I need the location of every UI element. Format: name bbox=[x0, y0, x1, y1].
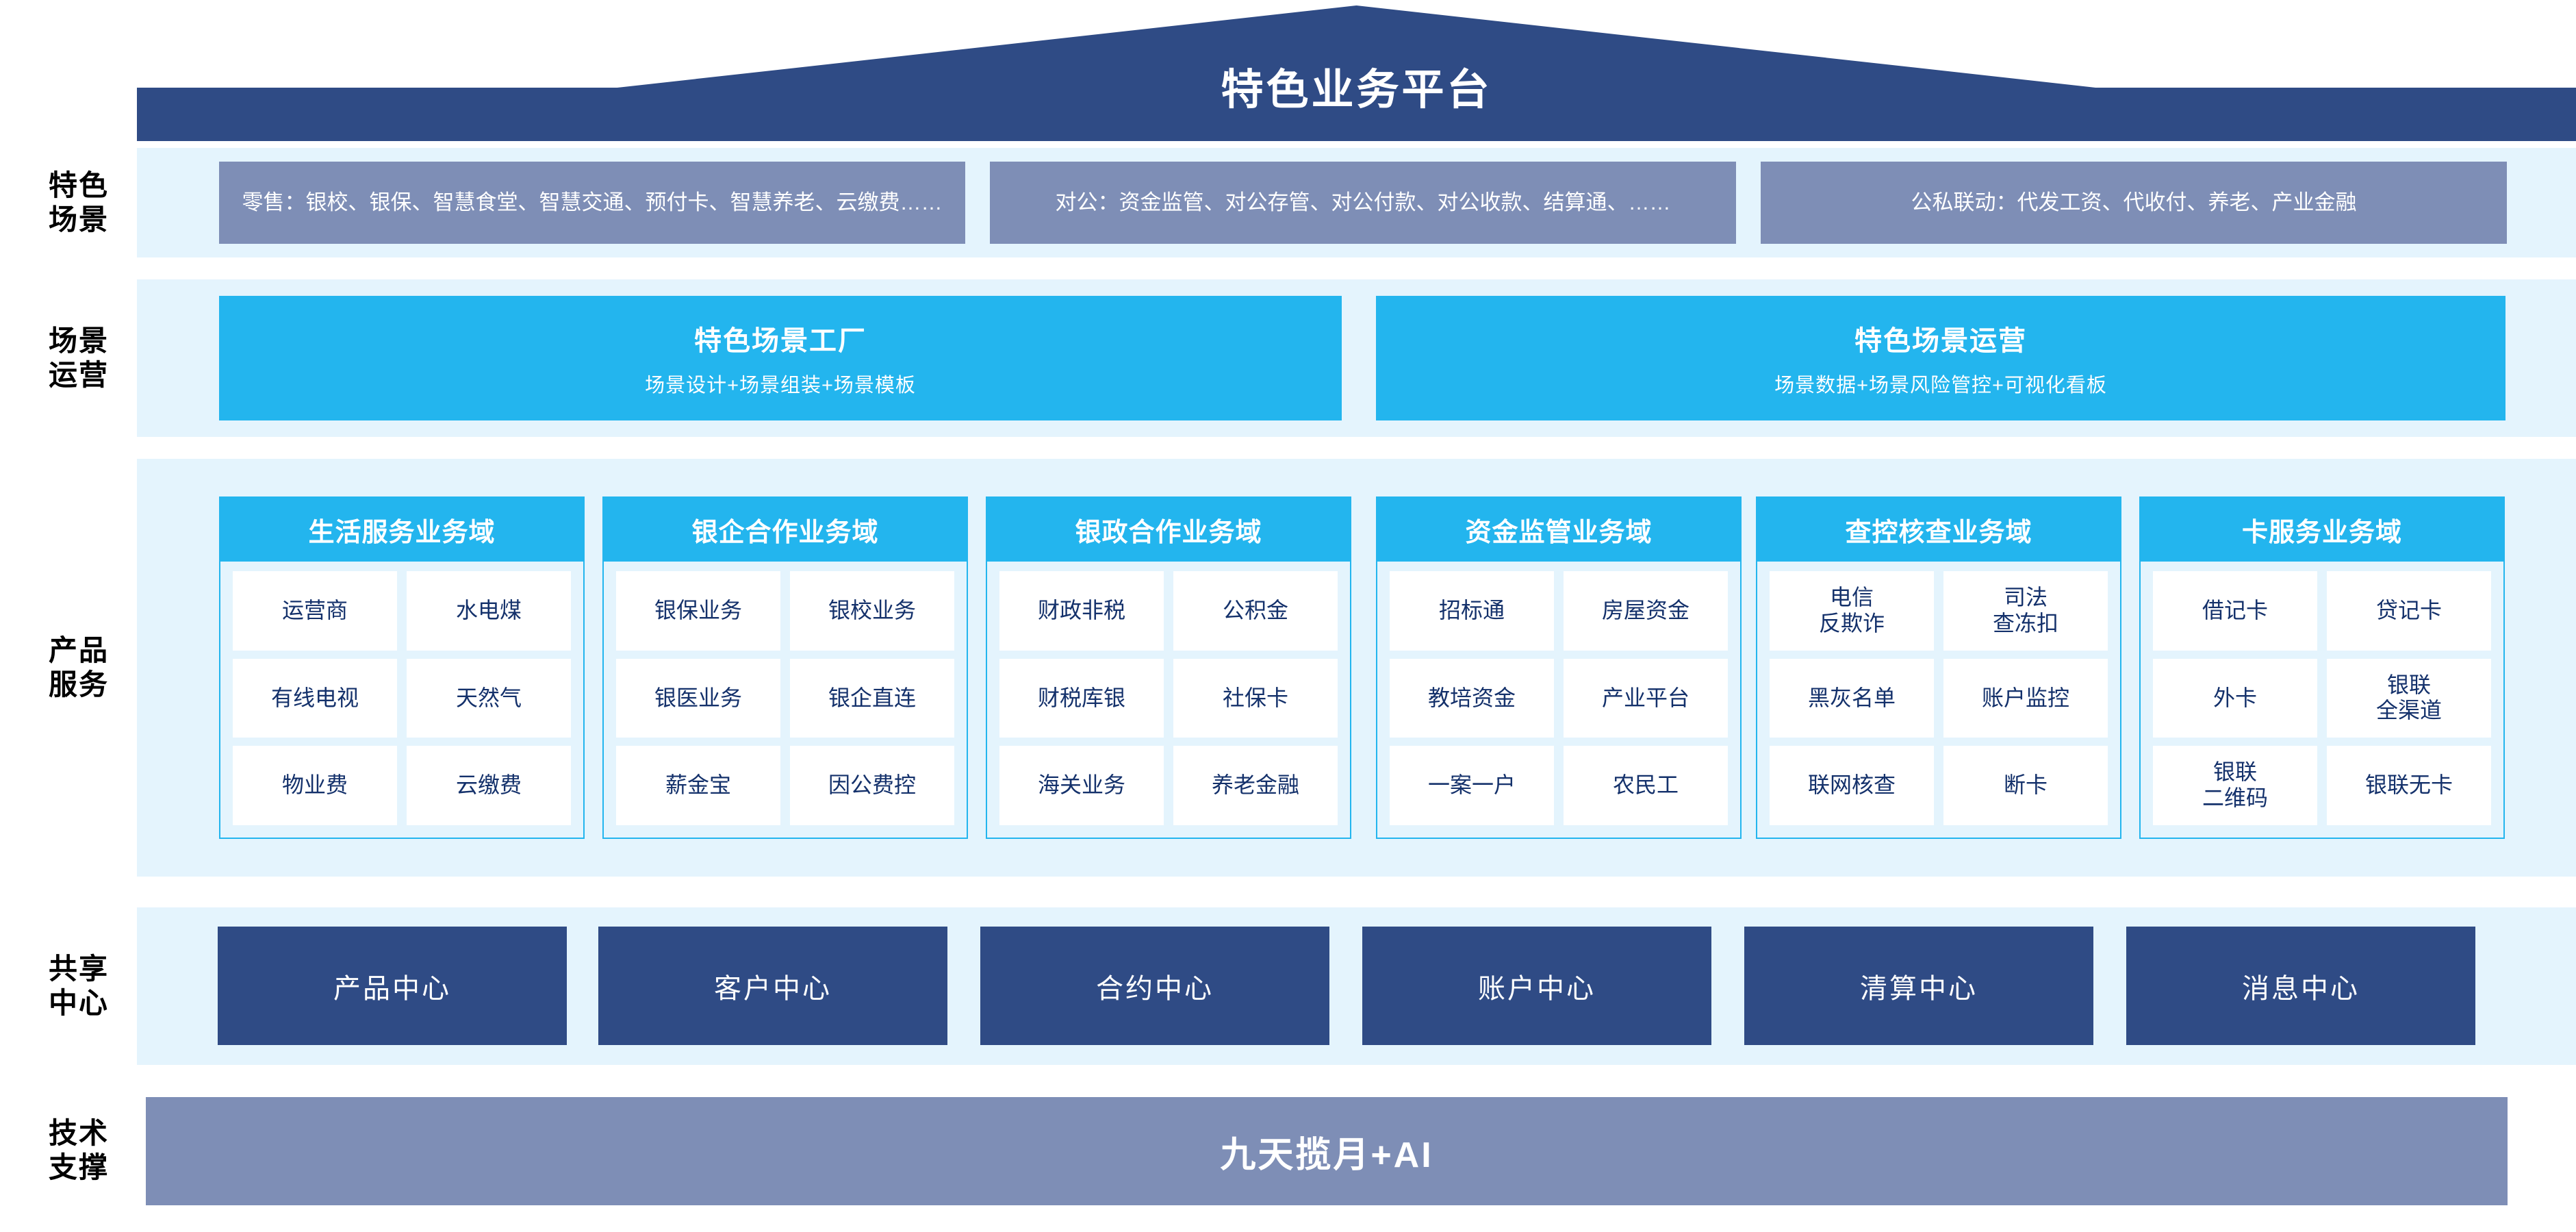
domain-item[interactable]: 断卡 bbox=[1943, 746, 2108, 825]
scenario-card-retail[interactable]: 零售：银校、银保、智慧食堂、智慧交通、预付卡、智慧养老、云缴费…… bbox=[219, 162, 965, 244]
domain-item-grid: 电信 反欺诈 司法 查冻扣 黑灰名单 账户监控 联网核查 断卡 bbox=[1757, 562, 2120, 838]
tech-support-bar[interactable]: 九天揽月+AI bbox=[146, 1097, 2508, 1205]
domain-card-bank-enterprise[interactable]: 银企合作业务域 银保业务 银校业务 银医业务 银企直连 薪金宝 因公费控 bbox=[602, 496, 968, 839]
domain-item-grid: 招标通 房屋资金 教培资金 产业平台 一案一户 农民工 bbox=[1377, 562, 1740, 838]
domain-item[interactable]: 账户监控 bbox=[1943, 658, 2108, 738]
domain-card-bank-government[interactable]: 银政合作业务域 财政非税 公积金 财税库银 社保卡 海关业务 养老金融 bbox=[986, 496, 1351, 839]
domain-item[interactable]: 财税库银 bbox=[999, 658, 1164, 738]
domain-title: 银企合作业务域 bbox=[604, 498, 967, 562]
domain-item[interactable]: 银保业务 bbox=[616, 571, 780, 651]
domain-title: 资金监管业务域 bbox=[1377, 498, 1740, 562]
row-label-tech-support: 技术 支撑 bbox=[48, 1117, 109, 1183]
domain-item[interactable]: 外卡 bbox=[2153, 658, 2317, 738]
domain-item[interactable]: 因公费控 bbox=[790, 746, 954, 825]
domain-item[interactable]: 产业平台 bbox=[1564, 658, 1728, 738]
domain-item[interactable]: 天然气 bbox=[407, 658, 571, 738]
row-label-scenarios: 特色 场景 bbox=[48, 169, 109, 236]
domain-item-grid: 借记卡 贷记卡 外卡 银联 全渠道 银联 二维码 银联无卡 bbox=[2141, 562, 2503, 838]
domain-item-grid: 财政非税 公积金 财税库银 社保卡 海关业务 养老金融 bbox=[987, 562, 1350, 838]
row-label-products: 产品 服务 bbox=[48, 634, 109, 701]
operations-factory-title: 特色场景工厂 bbox=[694, 326, 867, 356]
domain-title: 生活服务业务域 bbox=[220, 498, 583, 562]
domain-item[interactable]: 云缴费 bbox=[407, 746, 571, 825]
domain-card-life-service[interactable]: 生活服务业务域 运营商 水电煤 有线电视 天然气 物业费 云缴费 bbox=[219, 496, 585, 839]
row-label-operations: 场景 运营 bbox=[48, 325, 109, 391]
domain-item[interactable]: 养老金融 bbox=[1173, 746, 1338, 825]
domain-item[interactable]: 公积金 bbox=[1173, 571, 1338, 651]
domain-item[interactable]: 银企直连 bbox=[790, 658, 954, 738]
operations-card-factory[interactable]: 特色场景工厂 场景设计+场景组装+场景模板 bbox=[219, 296, 1342, 420]
domain-item[interactable]: 银医业务 bbox=[616, 658, 780, 738]
shared-center-clearing[interactable]: 清算中心 bbox=[1744, 927, 2093, 1045]
domain-title: 银政合作业务域 bbox=[987, 498, 1350, 562]
shared-center-customer[interactable]: 客户中心 bbox=[598, 927, 947, 1045]
shared-center-account[interactable]: 账户中心 bbox=[1362, 927, 1711, 1045]
roof-band bbox=[137, 88, 2576, 141]
domain-item[interactable]: 房屋资金 bbox=[1564, 571, 1728, 651]
domain-item[interactable]: 水电煤 bbox=[407, 571, 571, 651]
domain-item[interactable]: 银联无卡 bbox=[2327, 746, 2491, 825]
page-title: 特色业务平台 bbox=[1221, 66, 1492, 114]
domain-card-investigation[interactable]: 查控核查业务域 电信 反欺诈 司法 查冻扣 黑灰名单 账户监控 联网核查 断卡 bbox=[1756, 496, 2121, 839]
operations-run-subtitle: 场景数据+场景风险管控+可视化看板 bbox=[1774, 375, 2107, 397]
shared-center-contract[interactable]: 合约中心 bbox=[980, 927, 1329, 1045]
domain-item[interactable]: 联网核查 bbox=[1770, 746, 1934, 825]
domain-title: 卡服务业务域 bbox=[2141, 498, 2503, 562]
domain-item[interactable]: 有线电视 bbox=[233, 658, 397, 738]
domain-item[interactable]: 电信 反欺诈 bbox=[1770, 571, 1934, 651]
shared-center-product[interactable]: 产品中心 bbox=[218, 927, 567, 1045]
operations-factory-subtitle: 场景设计+场景组装+场景模板 bbox=[645, 375, 916, 397]
scenario-card-public-private[interactable]: 公私联动：代发工资、代收付、养老、产业金融 bbox=[1761, 162, 2507, 244]
scenario-card-corporate[interactable]: 对公：资金监管、对公存管、对公付款、对公收款、结算通、…… bbox=[990, 162, 1736, 244]
domain-item[interactable]: 农民工 bbox=[1564, 746, 1728, 825]
domain-item[interactable]: 薪金宝 bbox=[616, 746, 780, 825]
domain-item[interactable]: 招标通 bbox=[1390, 571, 1554, 651]
domain-item[interactable]: 贷记卡 bbox=[2327, 571, 2491, 651]
domain-item[interactable]: 一案一户 bbox=[1390, 746, 1554, 825]
row-label-shared-centers: 共享 中心 bbox=[48, 953, 109, 1019]
domain-card-fund-supervision[interactable]: 资金监管业务域 招标通 房屋资金 教培资金 产业平台 一案一户 农民工 bbox=[1376, 496, 1742, 839]
domain-item[interactable]: 银联 二维码 bbox=[2153, 746, 2317, 825]
domain-item[interactable]: 财政非税 bbox=[999, 571, 1164, 651]
domain-item-grid: 运营商 水电煤 有线电视 天然气 物业费 云缴费 bbox=[220, 562, 583, 838]
domain-item[interactable]: 银校业务 bbox=[790, 571, 954, 651]
domain-item[interactable]: 借记卡 bbox=[2153, 571, 2317, 651]
domain-item-grid: 银保业务 银校业务 银医业务 银企直连 薪金宝 因公费控 bbox=[604, 562, 967, 838]
shared-center-message[interactable]: 消息中心 bbox=[2126, 927, 2475, 1045]
domain-item[interactable]: 社保卡 bbox=[1173, 658, 1338, 738]
domain-item[interactable]: 物业费 bbox=[233, 746, 397, 825]
platform-roof: 特色业务平台 bbox=[0, 0, 2576, 144]
domain-item[interactable]: 银联 全渠道 bbox=[2327, 658, 2491, 738]
domain-item[interactable]: 运营商 bbox=[233, 571, 397, 651]
domain-item[interactable]: 海关业务 bbox=[999, 746, 1164, 825]
domain-item[interactable]: 司法 查冻扣 bbox=[1943, 571, 2108, 651]
domain-card-card-service[interactable]: 卡服务业务域 借记卡 贷记卡 外卡 银联 全渠道 银联 二维码 银联无卡 bbox=[2139, 496, 2505, 839]
domain-title: 查控核查业务域 bbox=[1757, 498, 2120, 562]
operations-run-title: 特色场景运营 bbox=[1854, 326, 2027, 356]
operations-card-run[interactable]: 特色场景运营 场景数据+场景风险管控+可视化看板 bbox=[1376, 296, 2505, 420]
domain-item[interactable]: 教培资金 bbox=[1390, 658, 1554, 738]
domain-item[interactable]: 黑灰名单 bbox=[1770, 658, 1934, 738]
